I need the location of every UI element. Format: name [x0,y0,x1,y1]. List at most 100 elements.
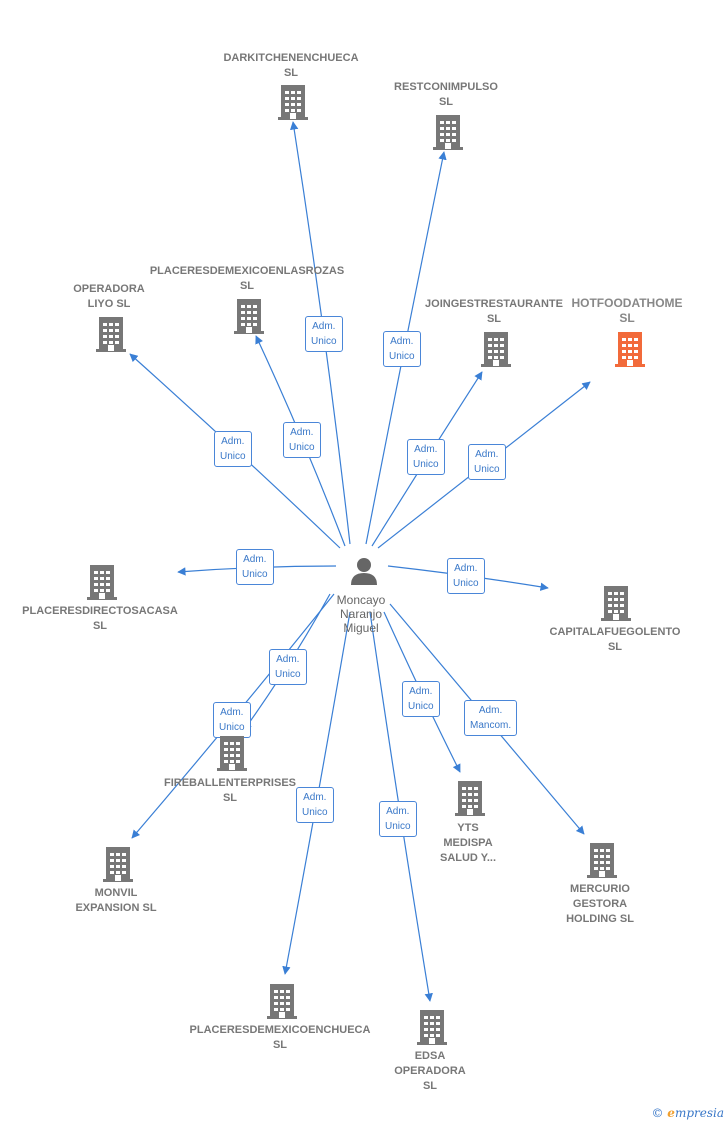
edge-label-placeresdirectos: Adm. Unico [236,549,274,585]
company-label-line: HOLDING SL [566,913,634,925]
person-icon[interactable] [349,556,379,586]
company-label-line: SL [239,280,255,292]
building-icon[interactable] [415,1008,449,1046]
company-label-line: YTS [457,822,479,834]
company-label-line: GESTORA [572,898,628,910]
company-label-operadora-liyo[interactable]: OPERADORA LIYO SL [73,282,145,312]
company-label-line: FIREBALLENTERPRISES [163,777,297,789]
building-icon[interactable] [431,113,465,151]
edge-label-mercurio: Adm. Mancom. [464,700,518,736]
edge-label-placereschueca: Adm. Unico [296,787,334,823]
company-label-line: RESTCONIMPULSO [394,81,498,93]
company-label-line: LIYO SL [87,298,131,310]
edge-role-line: Adm. [276,654,300,665]
company-label-line: SL [283,67,299,79]
edge-role-line: Unico [302,807,328,818]
person-name-line: Naranjo [339,607,383,621]
edge-label-capitalafuego: Adm. Unico [447,558,485,594]
edge-label-operadora-liyo: Adm. Unico [214,431,252,467]
company-label-line: PLACERESDEMEXICOENLASROZAS [149,265,345,277]
company-label-line: EDSA [414,1050,446,1062]
company-label-line: SALUD Y... [439,852,497,864]
edge-role-line: Adm. [312,321,336,332]
edge-role-line: Unico [389,351,415,362]
company-label-line: JOINGESTRESTAURANTE [425,298,563,310]
building-icon[interactable] [613,330,647,368]
company-label-line: SL [486,313,502,325]
building-icon[interactable] [265,982,299,1020]
company-label-line: DARKITCHENENCHUECA [223,52,359,64]
copyright-icon: © [651,1106,664,1120]
edge-role-line: Adm. [414,444,438,455]
brand-name: mpresia [674,1106,724,1120]
building-icon[interactable] [479,330,513,368]
company-label-line: MERCURIO [570,883,630,895]
person-name-line: Moncayo [336,593,386,607]
company-label-line: SL [92,620,108,632]
edge-role-line: Unico [289,442,315,453]
edge-role-line: Adm. [243,554,267,565]
company-label-line: PLACERESDIRECTOSACASA [22,605,178,617]
edge-role-line: Unico [311,336,337,347]
edge-role-line: Adm. [386,806,410,817]
building-icon[interactable] [101,845,135,883]
company-label-line: CAPITALAFUEGOLENTO [549,626,681,638]
company-label-line: PLACERESDEMEXICOENCHUECA [189,1024,371,1036]
company-label-fireball[interactable]: FIREBALLENTERPRISES SL [164,776,296,806]
edge-label-yts: Adm. Unico [402,681,440,717]
building-icon[interactable] [276,83,310,121]
company-label-line: SL [422,1080,438,1092]
edge-role-line: Unico [385,821,411,832]
edge-role-line: Adm. [475,449,499,460]
company-label-joingest[interactable]: JOINGESTRESTAURANTE SL [425,297,563,327]
edge-role-line: Adm. [454,563,478,574]
edge-label-hotfood: Adm. Unico [468,444,506,480]
edge-role-line: Unico [453,578,479,589]
company-label-placeresrozas[interactable]: PLACERESDEMEXICOENLASROZAS SL [150,264,344,294]
building-icon[interactable] [215,734,249,772]
company-label-line: SL [438,96,454,108]
company-label-capitalafuego[interactable]: CAPITALAFUEGOLENTO SL [550,625,681,655]
company-label-line: HOTFOODATHOME [571,296,683,310]
edge-role-line: Adm. [303,792,327,803]
building-icon[interactable] [585,841,619,879]
edge-role-line: Adm. [478,705,503,716]
company-label-line: SL [272,1039,288,1051]
edge-role-line: Unico [220,451,246,462]
building-icon[interactable] [85,563,119,601]
company-label-mercurio[interactable]: MERCURIO GESTORA HOLDING SL [566,882,634,927]
company-label-placereschueca[interactable]: PLACERESDEMEXICOENCHUECA SL [190,1023,371,1053]
edge-role-line: Unico [408,701,434,712]
company-label-placeresdirectos[interactable]: PLACERESDIRECTOSACASA SL [22,604,178,634]
edge-role-line: Adm. [221,436,245,447]
edge-role-line: Unico [242,569,268,580]
edge-label-monvil: Adm.Unico [213,702,251,738]
company-label-line: SL [607,641,623,653]
edge-role-line: Unico [219,722,245,733]
edge-role-line: Mancom. [470,720,512,731]
company-label-line: OPERADORA [73,283,145,295]
brand-initial: e [667,1106,675,1120]
edge-label-placeresrozas: Adm. Unico [283,422,321,458]
building-icon[interactable] [599,584,633,622]
company-label-line: SL [222,792,238,804]
edge-role-line: Unico [275,669,301,680]
person-name-line: Miguel [343,621,379,635]
edge-label-edsa: Adm. Unico [379,801,417,837]
company-label-darkitchen[interactable]: DARKITCHENENCHUECA SL [223,51,358,81]
edge-role-line: Adm. [290,427,314,438]
edge-role-line: Unico [413,459,439,470]
building-icon[interactable] [94,315,128,353]
building-icon[interactable] [453,779,487,817]
edge-role-line: Unico [474,464,500,475]
building-icon[interactable] [232,297,266,335]
edge-role-line: Adm. [409,686,433,697]
edge-label-fireball: Adm. Unico [269,649,307,685]
company-label-restconimpulso[interactable]: RESTCONIMPULSO SL [394,80,498,110]
edge-role-line: Adm. [390,336,414,347]
